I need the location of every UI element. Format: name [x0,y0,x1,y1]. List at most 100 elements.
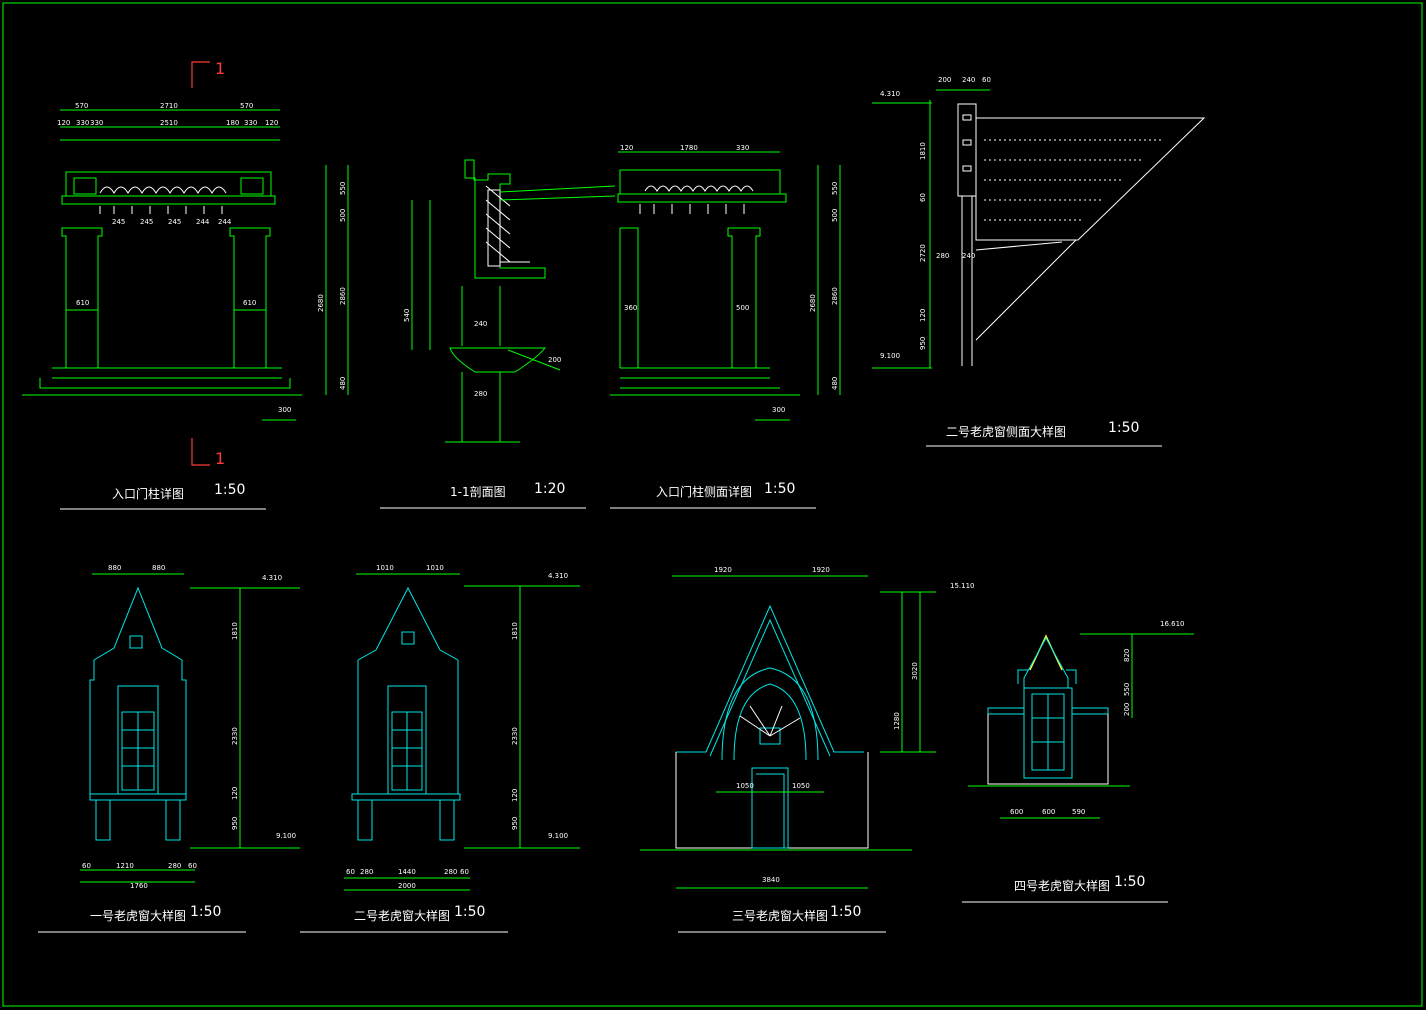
dim-text: 950 [231,817,239,830]
section-mark-label-top: 1 [215,59,225,78]
dim-text: 240 [962,252,975,260]
dim-text: 3840 [762,876,780,884]
dim-text: 200 [938,76,951,84]
dim-text: 540 [403,309,411,322]
dim-text: 240 [474,320,487,328]
dim-text: 330 [90,119,103,127]
entrance-column-side-drawing: 120 1780 330 360 500 550 500 2680 480 28… [610,144,841,509]
drawing-scale: 1:50 [454,904,485,920]
dim-text: 180 [226,119,239,127]
dim-text: 1050 [792,782,810,790]
dim-text: 245 [168,218,181,226]
drawing-scale: 1:50 [190,904,221,920]
dim-text: 15.110 [950,582,975,590]
dim-text: 950 [919,337,927,350]
dim-text: 120 [620,144,633,152]
dim-text: 330 [244,119,257,127]
dim-text: 245 [140,218,153,226]
drawing-title: 二号老虎窗大样图 [354,908,450,923]
dim-text: 330 [736,144,749,152]
drawing-title: 二号老虎窗侧面大样图 [946,424,1066,439]
dim-text: 500 [339,209,347,222]
dim-text: 500 [736,304,749,312]
dim-text: 1920 [812,566,830,574]
dim-text: 880 [152,564,165,572]
dim-text: 4.310 [880,90,900,98]
drawing-scale: 1:50 [1108,420,1139,436]
drawing-title: 1-1剖面图 [450,485,506,499]
dim-text: 600 [1010,808,1023,816]
dim-text: 120 [511,789,519,802]
dim-text: 950 [511,817,519,830]
dim-text: 60 [82,862,91,870]
dim-text: 60 [460,868,469,876]
dim-text: 120 [231,787,239,800]
dim-text: 3020 [911,662,919,680]
dim-text: 280 [936,252,949,260]
dim-text: 550 [339,182,347,195]
dim-text: 2710 [160,102,178,110]
dim-text: 480 [831,377,839,390]
dim-text: 330 [76,119,89,127]
drawing-scale: 1:50 [1114,874,1145,890]
dim-text: 1280 [893,712,901,730]
dim-text: 2720 [919,244,927,262]
dim-text: 1210 [116,862,134,870]
dim-text: 120 [57,119,70,127]
dim-text: 200 [548,356,561,364]
dim-text: 120 [919,309,927,322]
dim-text: 820 [1123,649,1131,662]
dim-text: 1010 [426,564,444,572]
dim-text: 9.100 [548,832,568,840]
dim-text: 4.310 [262,574,282,582]
dim-text: 360 [624,304,637,312]
dim-text: 244 [196,218,210,226]
dim-text: 120 [265,119,278,127]
dim-text: 60 [982,76,991,84]
dormer4-drawing: 600 600 590 820 550 200 16.610 四号老虎窗大样图 … [962,620,1194,903]
dim-text: 280 [444,868,457,876]
dim-text: 880 [108,564,121,572]
dim-text: 280 [474,390,487,398]
dim-text: 2860 [831,287,839,305]
dim-text: 1760 [130,882,148,890]
dim-text: 245 [112,218,125,226]
dim-text: 2680 [317,294,325,312]
dormer2-side-drawing: 200 240 60 4.310 9.100 1810 60 2720 120 … [872,76,1206,447]
drawing-title: 一号老虎窗大样图 [90,908,186,923]
dim-text: 300 [772,406,785,414]
drawing-title: 三号老虎窗大样图 [732,908,828,923]
dim-text: 2680 [809,294,817,312]
dim-text: 2330 [511,727,519,745]
dim-text: 2860 [339,287,347,305]
dormer2-drawing: 1010 1010 1810 2330 120 950 4.310 9.100 … [300,564,580,933]
drawing-scale: 1:50 [764,481,795,497]
dim-text: 200 [1123,703,1131,716]
dim-text: 9.100 [880,352,900,360]
dim-text: 2330 [231,727,239,745]
drawing-scale: 1:50 [830,904,861,920]
dim-text: 2000 [398,882,416,890]
dim-text: 1050 [736,782,754,790]
dim-text: 550 [1123,683,1131,696]
dim-text: 280 [360,868,373,876]
section-cut-mark-top [191,61,210,88]
dim-text: 1010 [376,564,394,572]
dim-text: 16.610 [1160,620,1185,628]
dim-text: 280 [168,862,181,870]
drawing-scale: 1:20 [534,481,565,497]
drawing-title: 四号老虎窗大样图 [1014,878,1110,893]
dim-text: 1810 [919,142,927,160]
dim-text: 1920 [714,566,732,574]
dim-text: 60 [919,193,927,202]
dormer1-drawing: 880 880 1810 2330 120 950 4.310 9.100 60… [38,564,300,933]
dim-text: 480 [339,377,347,390]
dim-text: 2510 [160,119,178,127]
dim-text: 500 [831,209,839,222]
dim-text: 590 [1072,808,1085,816]
dim-text: 9.100 [276,832,296,840]
dim-text: 550 [831,182,839,195]
dim-text: 244 [218,218,232,226]
dim-text: 1780 [680,144,698,152]
